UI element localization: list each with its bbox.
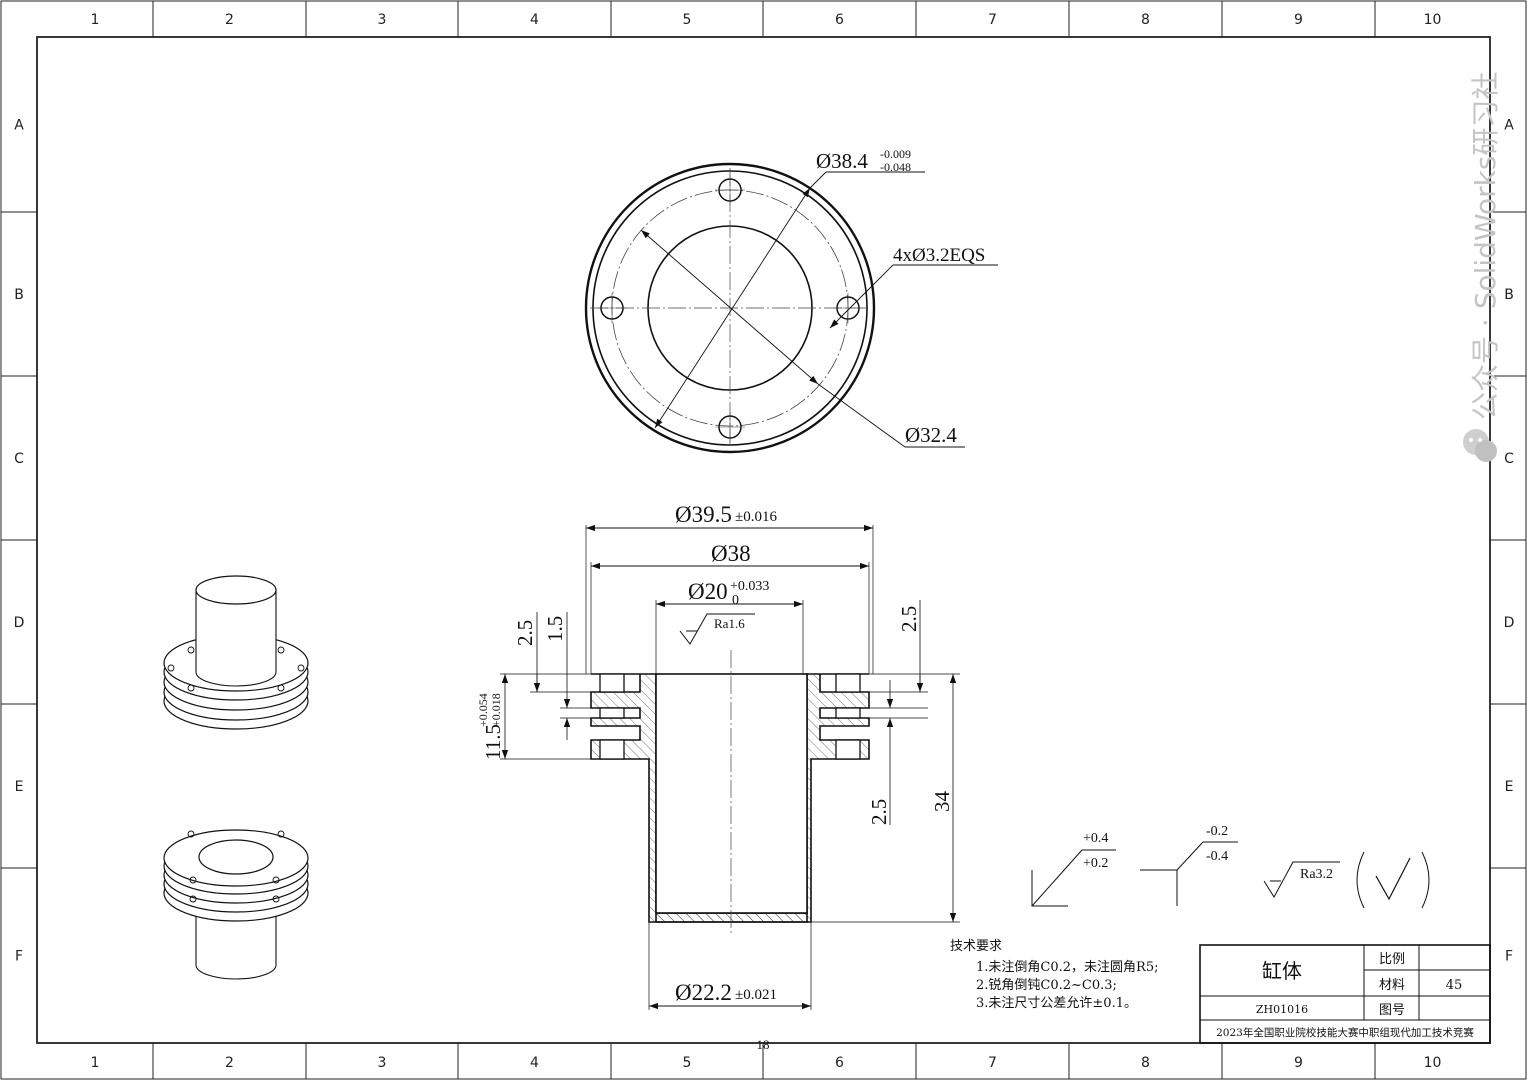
zone-col-label-top: 9 [1294,12,1303,28]
zone-col-label-bottom: 7 [988,1055,997,1071]
dim-height: 34 [930,791,954,813]
outer-dia-tol-upper: -0.009 [880,147,911,161]
dim-left: 2.5 1.5 11.5 +0.054 +0.018 [476,612,591,760]
sym2-upper: -0.2 [1206,824,1228,839]
tech-req-title: 技术要求 [950,939,1002,954]
sym2-lower: -0.4 [1206,849,1228,864]
zone-col-label-top: 4 [530,12,539,28]
part-name: 缸体 [1262,959,1302,983]
outer-dia-label: Ø38.4 [816,149,868,173]
zone-row-label-left: F [15,949,23,965]
tech-req-item-2: 2.锐角倒钝C0.2~C0.3; [976,978,1117,993]
scale-label: 比例 [1379,952,1405,967]
dim-base-dia: Ø22.2 ±0.021 [648,922,812,1010]
competition-name: 2023年全国职业院校技能大赛中职组现代加工技术竞赛 [1216,1026,1474,1039]
flange-dia-tol: ±0.016 [735,509,777,525]
zone-row-label-right: B [1504,287,1514,303]
general-roughness-label: Ra3.2 [1300,867,1333,882]
dim-groove-dia: Ø38 [590,541,870,674]
zone-col-label-top: 2 [225,12,234,28]
bore-dia-label: Ø20 [688,579,728,604]
roughness-symbol-bore: Ra1.6 [679,613,755,645]
zone-col-label-top: 5 [683,12,692,28]
flange-dia-label: Ø39.5 [675,502,732,527]
outer-dia-tol-lower: -0.048 [880,160,911,174]
dim-pitch-circle: Ø32.4 [640,229,965,448]
general-roughness: Ra3.2 [1263,851,1430,909]
zone-col-label-bottom: 9 [1294,1055,1303,1071]
zone-col-label-top: 8 [1141,12,1150,28]
section-view: Ø39.5 ±0.016 Ø38 Ø20 +0.033 0 Ra1.6 [476,502,960,1010]
groove-dia-label: Ø38 [711,541,751,566]
dim-left-b: 1.5 [543,616,567,642]
zone-col-label-top: 10 [1424,12,1442,28]
zone-col-label-bottom: 4 [530,1055,539,1071]
dim-left-h: 11.5 [481,724,505,760]
zone-col-label-bottom: 1 [91,1055,100,1071]
zone-row-label-left: D [14,615,25,631]
holes-label: 4xØ3.2EQS [893,245,985,266]
zone-col-label-bottom: 3 [378,1055,387,1071]
dim-holes: 4xØ3.2EQS [829,245,998,329]
bore-roughness: Ra1.6 [714,616,745,631]
dim-outer-diameter: Ø38.4 -0.009 -0.048 [654,147,925,429]
zone-col-label-top: 6 [835,12,844,28]
edge-symbol-1: +0.4 +0.2 [1031,831,1116,907]
zone-col-label-bottom: 5 [683,1055,692,1071]
zone-col-label-bottom: 10 [1424,1055,1442,1071]
zone-col-label-bottom: 8 [1141,1055,1150,1071]
material-value: 45 [1446,978,1463,993]
zone-row-label-right: D [1504,615,1515,631]
dim-left-h-tol-lower: +0.018 [489,693,503,727]
sym1-lower: +0.2 [1083,856,1108,871]
iso-view-bottom [163,829,309,980]
dim-left-h-tol-upper: +0.054 [476,693,490,727]
zone-row-label-right: C [1504,451,1514,467]
zone-col-label-bottom: 6 [835,1055,844,1071]
material-label: 材料 [1379,978,1405,993]
watermark: 公众号 · SolidWorks研习社 [1463,72,1502,462]
dim-right-mid: 2.5 [867,799,891,825]
zone-col-label-top: 7 [988,12,997,28]
top-view: Ø38.4 -0.009 -0.048 4xØ3.2EQS Ø32.4 [584,147,998,454]
tech-req-item-1: 1.未注倒角C0.2，未注圆角R5; [976,960,1158,975]
dim-right-top: 2.5 [897,606,921,632]
watermark-text: 公众号 · SolidWorks研习社 [1469,72,1502,420]
dim-flange-dia: Ø39.5 ±0.016 [585,502,874,674]
zone-row-label-left: B [14,287,24,303]
dim-bore-dia: Ø20 +0.033 0 [655,579,804,674]
iso-view-top [163,575,309,730]
section-body-right [655,673,870,923]
tech-requirements: 技术要求 1.未注倒角C0.2，未注圆角R5; 2.锐角倒钝C0.2~C0.3;… [950,939,1158,1011]
bore-tol-upper: +0.033 [730,579,769,594]
part-code: ZH01016 [1256,1003,1308,1016]
tech-req-item-3: 3.未注尺寸公差允许±0.1。 [976,995,1137,1011]
drawing-no-label: 图号 [1379,1003,1405,1018]
zone-row-label-left: C [14,451,24,467]
dim-right: 2.5 2.5 34 [811,600,960,923]
bore-tol-lower: 0 [732,593,739,608]
zone-row-label-left: E [15,779,24,795]
zone-row-label-right: E [1505,779,1514,795]
base-dia-label: Ø22.2 [675,980,732,1005]
page-number: 18 [757,1037,770,1052]
dim-left-a: 2.5 [513,620,537,646]
zone-col-label-top: 1 [91,12,100,28]
zone-col-label-bottom: 2 [225,1055,234,1071]
edge-symbol-2: -0.2 -0.4 [1140,824,1238,906]
base-dia-tol: ±0.021 [735,987,777,1003]
outer-circle [584,162,876,454]
title-block: 缸体 比例 材料 45 图号 ZH01016 2023年全国职业院校技能大赛中职… [1199,944,1491,1044]
zone-row-label-left: A [14,118,24,134]
pitch-circle-label: Ø32.4 [905,423,957,447]
zone-col-label-top: 3 [378,12,387,28]
zone-row-label-right: A [1504,118,1514,134]
sym1-upper: +0.4 [1083,831,1108,846]
wechat-icon [1463,429,1497,462]
zone-row-label-right: F [1505,949,1513,965]
